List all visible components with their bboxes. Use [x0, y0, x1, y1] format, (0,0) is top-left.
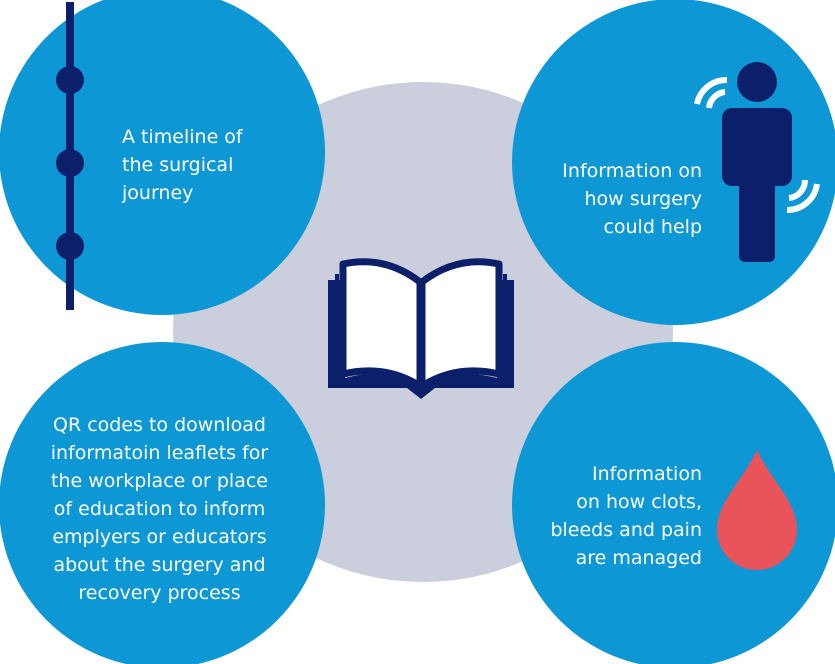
connector-right	[540, 285, 590, 380]
person-signal-icon	[694, 62, 820, 262]
qr-codes-text: QR codes to download informatoin leaflet…	[50, 414, 269, 604]
timeline-text: A timeline of the surgical journey	[122, 126, 243, 204]
blood-drop-icon	[717, 450, 797, 570]
circle-bottom-left	[0, 342, 325, 664]
timeline-icon	[56, 2, 84, 310]
open-book-icon	[328, 258, 514, 399]
surgery-help-text: Information on how surgery could help	[562, 160, 702, 238]
circle-bottom-right	[512, 342, 835, 664]
clots-bleeds-pain-text: Information on how clots, bleeds and pai…	[550, 463, 702, 569]
connector-left	[260, 285, 310, 380]
